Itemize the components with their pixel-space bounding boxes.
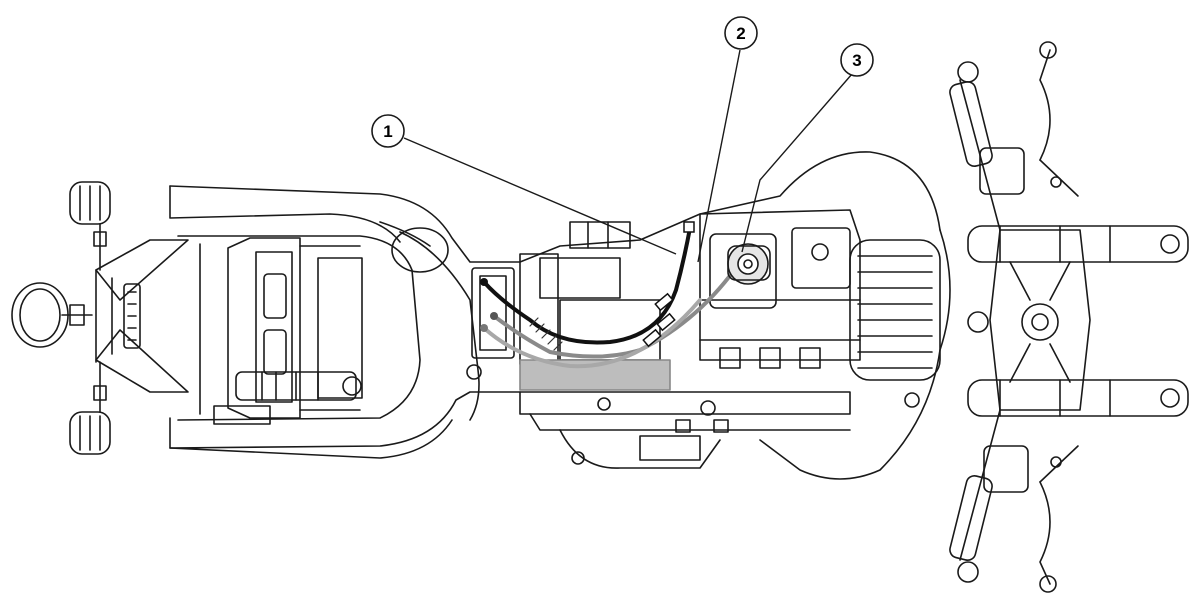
cable-connector xyxy=(683,221,695,233)
fork-tube-lower xyxy=(967,379,1189,417)
triple-clamp xyxy=(989,229,1091,411)
frame-outline xyxy=(169,151,951,480)
cable-1 xyxy=(482,226,692,345)
cable-routing xyxy=(480,221,742,369)
callout-1-label: 1 xyxy=(383,122,392,141)
cable-spring xyxy=(529,317,563,351)
rear-turn-signal-right xyxy=(69,361,111,455)
leader-lines xyxy=(403,49,853,263)
cable-clamp xyxy=(642,328,662,348)
engine-block xyxy=(699,209,861,369)
rear-turn-signal-left xyxy=(69,181,111,271)
cable-terminal xyxy=(480,324,488,332)
motorcycle-drawing xyxy=(11,41,1189,593)
fork-tube-upper xyxy=(967,225,1189,263)
rear-subframe xyxy=(95,239,189,393)
leader-line-2 xyxy=(697,49,741,263)
callout-1: 1 xyxy=(371,114,405,148)
cable-clamp xyxy=(656,312,676,332)
rear-tail-light xyxy=(11,282,93,348)
cable-terminal xyxy=(490,312,498,320)
handlebar-left xyxy=(949,41,1079,231)
seat-area xyxy=(227,237,363,419)
frame-diagonal xyxy=(379,221,482,421)
cylinder-fins xyxy=(849,239,989,408)
engine-casing xyxy=(519,391,851,469)
cable-3 xyxy=(482,298,702,369)
leader-line-3 xyxy=(741,73,853,253)
cable-2 xyxy=(492,260,742,359)
callout-2-label: 2 xyxy=(736,24,745,43)
cable-clamp xyxy=(654,292,674,312)
callout-3: 3 xyxy=(840,43,874,77)
handlebar-right xyxy=(949,409,1079,593)
cable-terminal xyxy=(480,278,488,286)
callout-3-label: 3 xyxy=(852,51,861,70)
switch-assembly xyxy=(727,243,771,285)
rear-shock-absorber xyxy=(213,371,362,425)
leader-line-1 xyxy=(403,137,677,255)
callout-2: 2 xyxy=(724,16,758,50)
